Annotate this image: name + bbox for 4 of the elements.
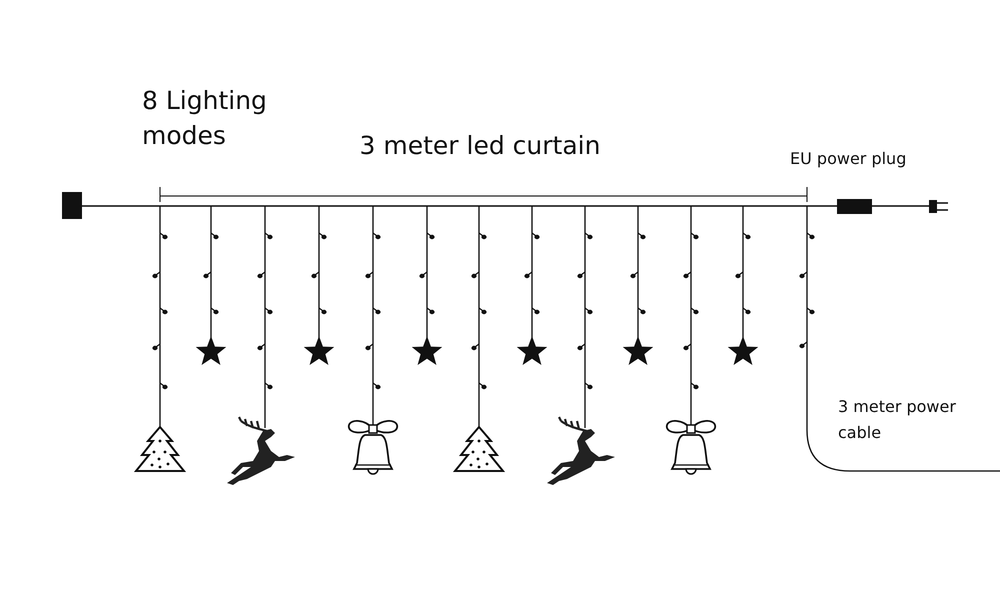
plug-caption: EU power plug <box>790 149 908 168</box>
cable-caption: 3 meter power cable <box>838 396 957 444</box>
length-caption: 3 meter led curtain <box>358 131 602 161</box>
mode-caption: 8 Lighting modes <box>142 85 268 152</box>
